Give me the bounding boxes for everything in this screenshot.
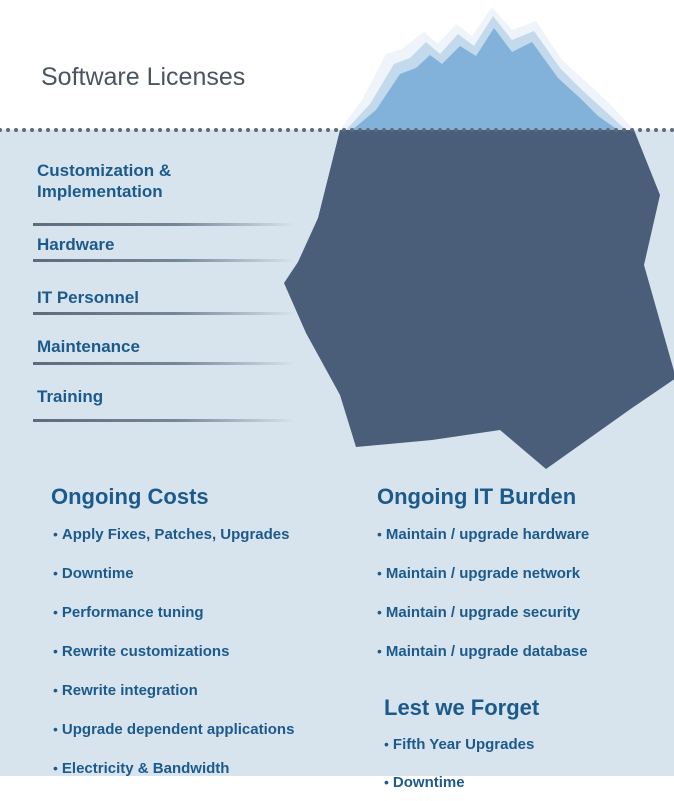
bullet-item: •Maintain / upgrade network [377, 565, 580, 582]
bullet-icon: • [384, 774, 389, 790]
bullet-text: Downtime [392, 774, 465, 791]
iceberg-submerged [284, 130, 674, 469]
hidden-cost-label: Hardware [37, 235, 115, 254]
bullet-text: Maintain / upgrade hardware [385, 526, 590, 543]
bullet-item: •Maintain / upgrade database [377, 643, 588, 660]
bullet-item: •Rewrite customizations [53, 643, 229, 660]
hidden-cost-item: Hardware [37, 234, 297, 255]
hidden-cost-divider [33, 259, 295, 262]
bullet-item: •Maintain / upgrade security [377, 604, 580, 621]
ongoing-it-burden-title: Ongoing IT Burden [377, 484, 577, 509]
hidden-cost-item: Maintenance [37, 336, 297, 357]
bullet-item: •Performance tuning [53, 604, 204, 621]
hidden-cost-divider [33, 362, 295, 365]
iceberg-tip-front [352, 28, 618, 130]
hidden-cost-item: Customization & Implementation [37, 160, 297, 202]
bullet-icon: • [377, 604, 382, 620]
bullet-item: •Rewrite integration [53, 682, 198, 699]
hidden-cost-label: IT Personnel [37, 288, 140, 307]
bullet-item: •Downtime [53, 565, 134, 582]
bullet-text: Performance tuning [61, 604, 204, 621]
bullet-text: Maintain / upgrade security [385, 604, 581, 621]
bullet-icon: • [377, 565, 382, 581]
bullet-icon: • [53, 565, 58, 581]
ongoing-costs-title: Ongoing Costs [51, 484, 209, 509]
bullet-text: Apply Fixes, Patches, Upgrades [61, 526, 290, 543]
hidden-cost-item: IT Personnel [37, 287, 297, 308]
bullet-item: •Upgrade dependent applications [53, 721, 294, 738]
bullet-icon: • [384, 736, 389, 752]
bullet-text: Rewrite customizations [61, 643, 230, 660]
hidden-cost-label: Maintenance [37, 337, 140, 356]
hidden-cost-item: Training [37, 386, 297, 407]
bullet-icon: • [53, 721, 58, 737]
bullet-icon: • [53, 760, 58, 776]
bullet-text: Maintain / upgrade database [385, 643, 588, 660]
bullet-icon: • [53, 526, 58, 542]
bullet-item: •Maintain / upgrade hardware [377, 526, 589, 543]
hidden-cost-divider [33, 312, 295, 315]
bullet-icon: • [377, 643, 382, 659]
hidden-cost-divider [33, 419, 295, 422]
bullet-text: Electricity & Bandwidth [61, 760, 230, 777]
hidden-cost-label: Training [37, 387, 104, 406]
bullet-icon: • [53, 643, 58, 659]
bullet-text: Rewrite integration [61, 682, 198, 699]
bullet-text: Downtime [61, 565, 134, 582]
bullet-text: Upgrade dependent applications [61, 721, 295, 738]
lest-we-forget-title: Lest we Forget [384, 695, 540, 720]
hidden-cost-divider [33, 223, 295, 226]
bullet-text: Maintain / upgrade network [385, 565, 581, 582]
bullet-item: •Apply Fixes, Patches, Upgrades [53, 526, 289, 543]
hidden-cost-label: Customization & Implementation [37, 161, 172, 201]
bullet-icon: • [53, 682, 58, 698]
bullet-item: •Downtime [384, 774, 465, 791]
bullet-item: •Electricity & Bandwidth [53, 760, 229, 777]
bullet-icon: • [377, 526, 382, 542]
bullet-icon: • [53, 604, 58, 620]
bullet-item: •Fifth Year Upgrades [384, 736, 534, 753]
bullet-text: Fifth Year Upgrades [392, 736, 535, 753]
software-licenses-label: Software Licenses [41, 63, 246, 91]
